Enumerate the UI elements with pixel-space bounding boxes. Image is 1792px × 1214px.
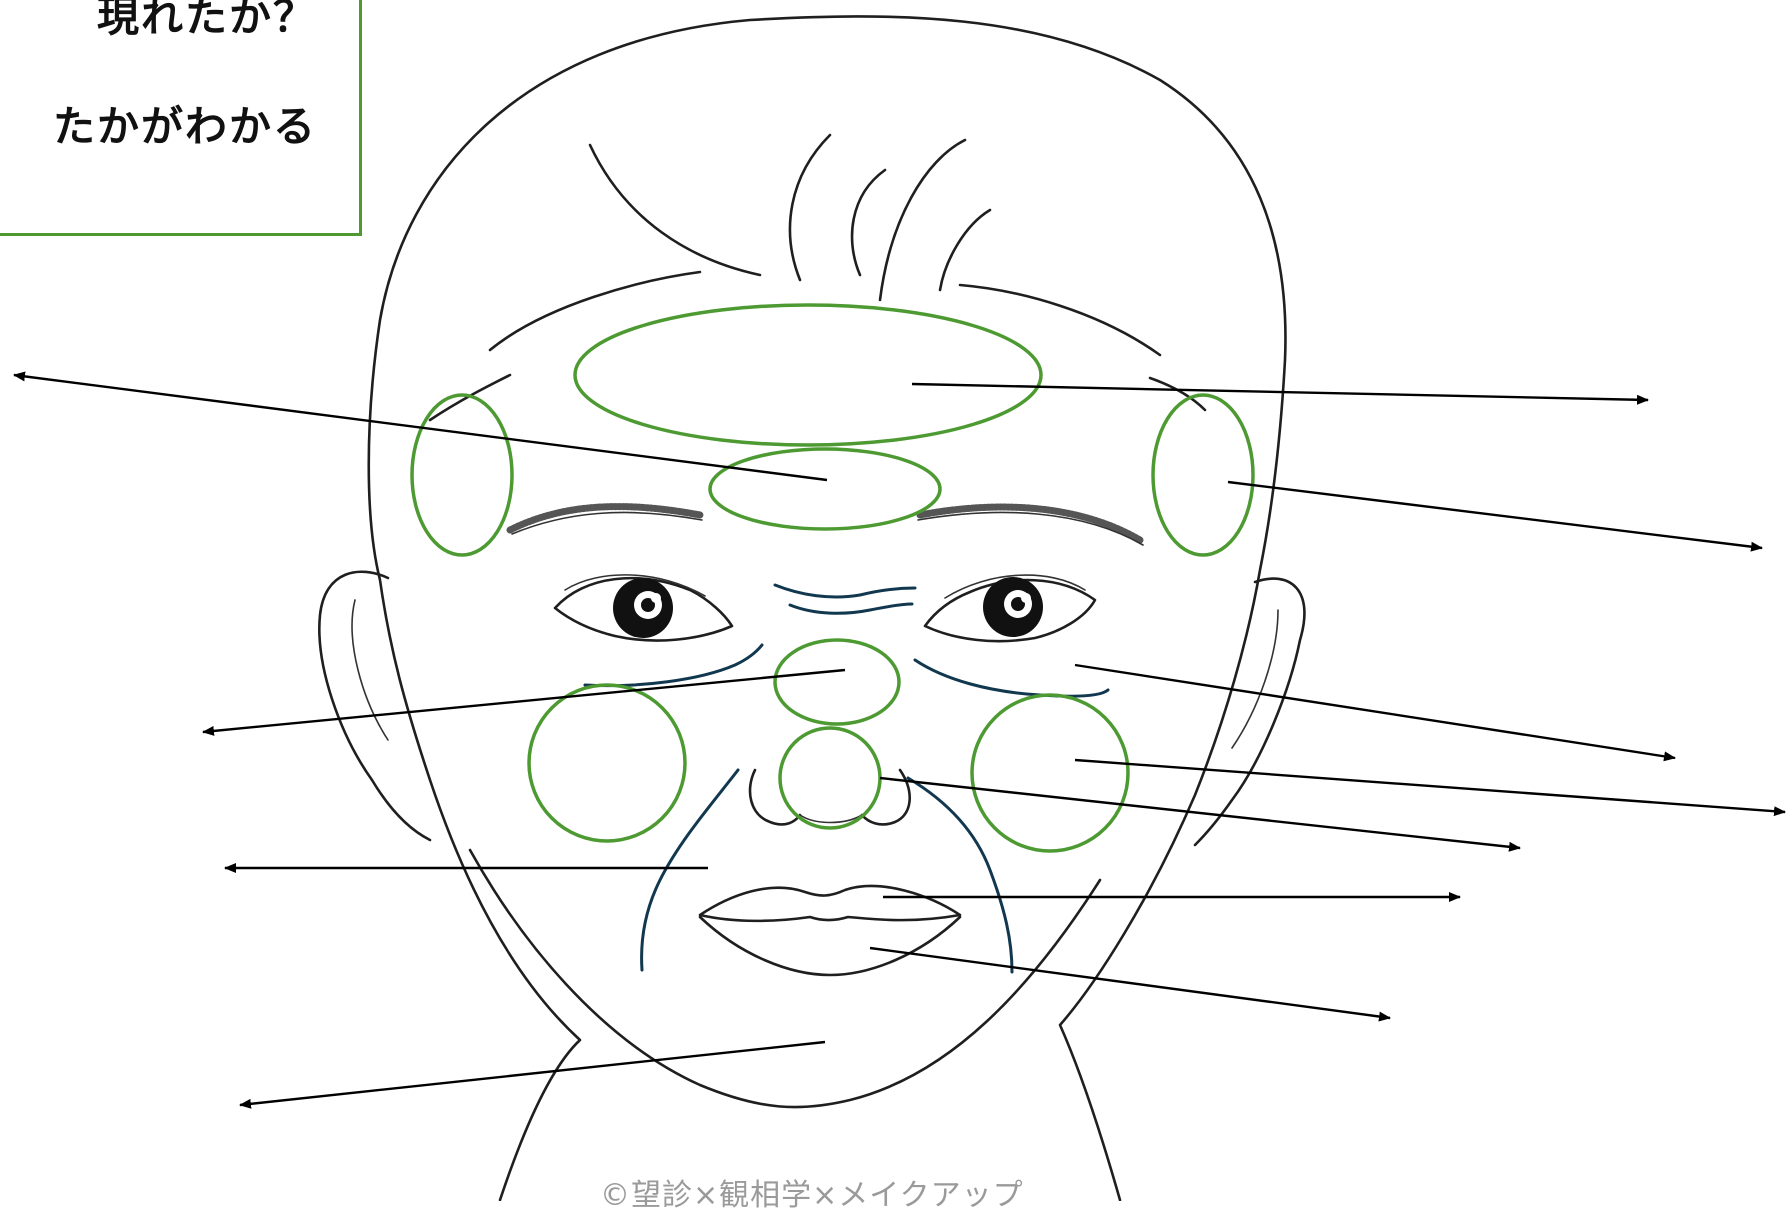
right-eyebrow	[920, 507, 1140, 540]
hair-strand	[940, 210, 990, 290]
hair-strand	[852, 170, 885, 275]
right-temple-zone	[1153, 395, 1253, 555]
callout-line-2: たかがわかる	[53, 93, 317, 154]
right-eye-glint	[1021, 593, 1031, 603]
hair-strand	[960, 285, 1160, 355]
right-eyebrow-edge	[918, 512, 1143, 545]
glabella-zone	[710, 449, 940, 529]
nasolabial-line-right	[908, 778, 1012, 972]
upper-lip	[700, 886, 960, 921]
left-cheek-zone	[529, 685, 685, 841]
nose-tip-zone	[780, 728, 880, 828]
forehead-zone	[575, 305, 1041, 445]
callout-box: 現れたか？ たかがわかる	[0, 0, 362, 236]
hair-strand	[590, 145, 760, 275]
arrow-lower-lip-to-right	[870, 948, 1390, 1018]
arrow-right-temple-to-right	[1228, 482, 1762, 548]
left-temple-zone	[412, 395, 512, 555]
brow-wrinkle-upper	[775, 585, 915, 597]
arrow-nose-bridge-to-left	[203, 670, 845, 732]
right-cheek-zone	[972, 695, 1128, 851]
nasolabial-line-left	[642, 770, 738, 970]
left-ear	[319, 572, 430, 840]
arrow-right-cheek-to-right	[1075, 760, 1785, 812]
arrow-forehead-to-right	[912, 384, 1648, 400]
lower-lip	[700, 917, 960, 975]
copyright-watermark: ©望診×観相学×メイクアップ	[600, 1170, 1024, 1214]
nose-bridge-zone	[775, 640, 899, 724]
callout-line-1: 現れたか？	[97, 0, 317, 44]
head-outline	[369, 16, 1286, 1200]
left-eye-glint	[651, 593, 661, 603]
arrow-glabella-to-left	[14, 375, 827, 480]
arrow-under-eye-to-right	[1075, 665, 1675, 758]
hair-strand	[880, 140, 965, 300]
left-ear-inner	[352, 600, 388, 740]
arrow-nose-tip-to-right	[880, 778, 1520, 848]
arrow-chin-to-left	[240, 1042, 825, 1105]
left-eyebrow	[510, 507, 700, 530]
nose-left-nostril	[750, 770, 800, 824]
brow-wrinkle-lower	[790, 604, 912, 613]
hair-strand	[790, 135, 830, 280]
hair-strand	[490, 272, 700, 350]
